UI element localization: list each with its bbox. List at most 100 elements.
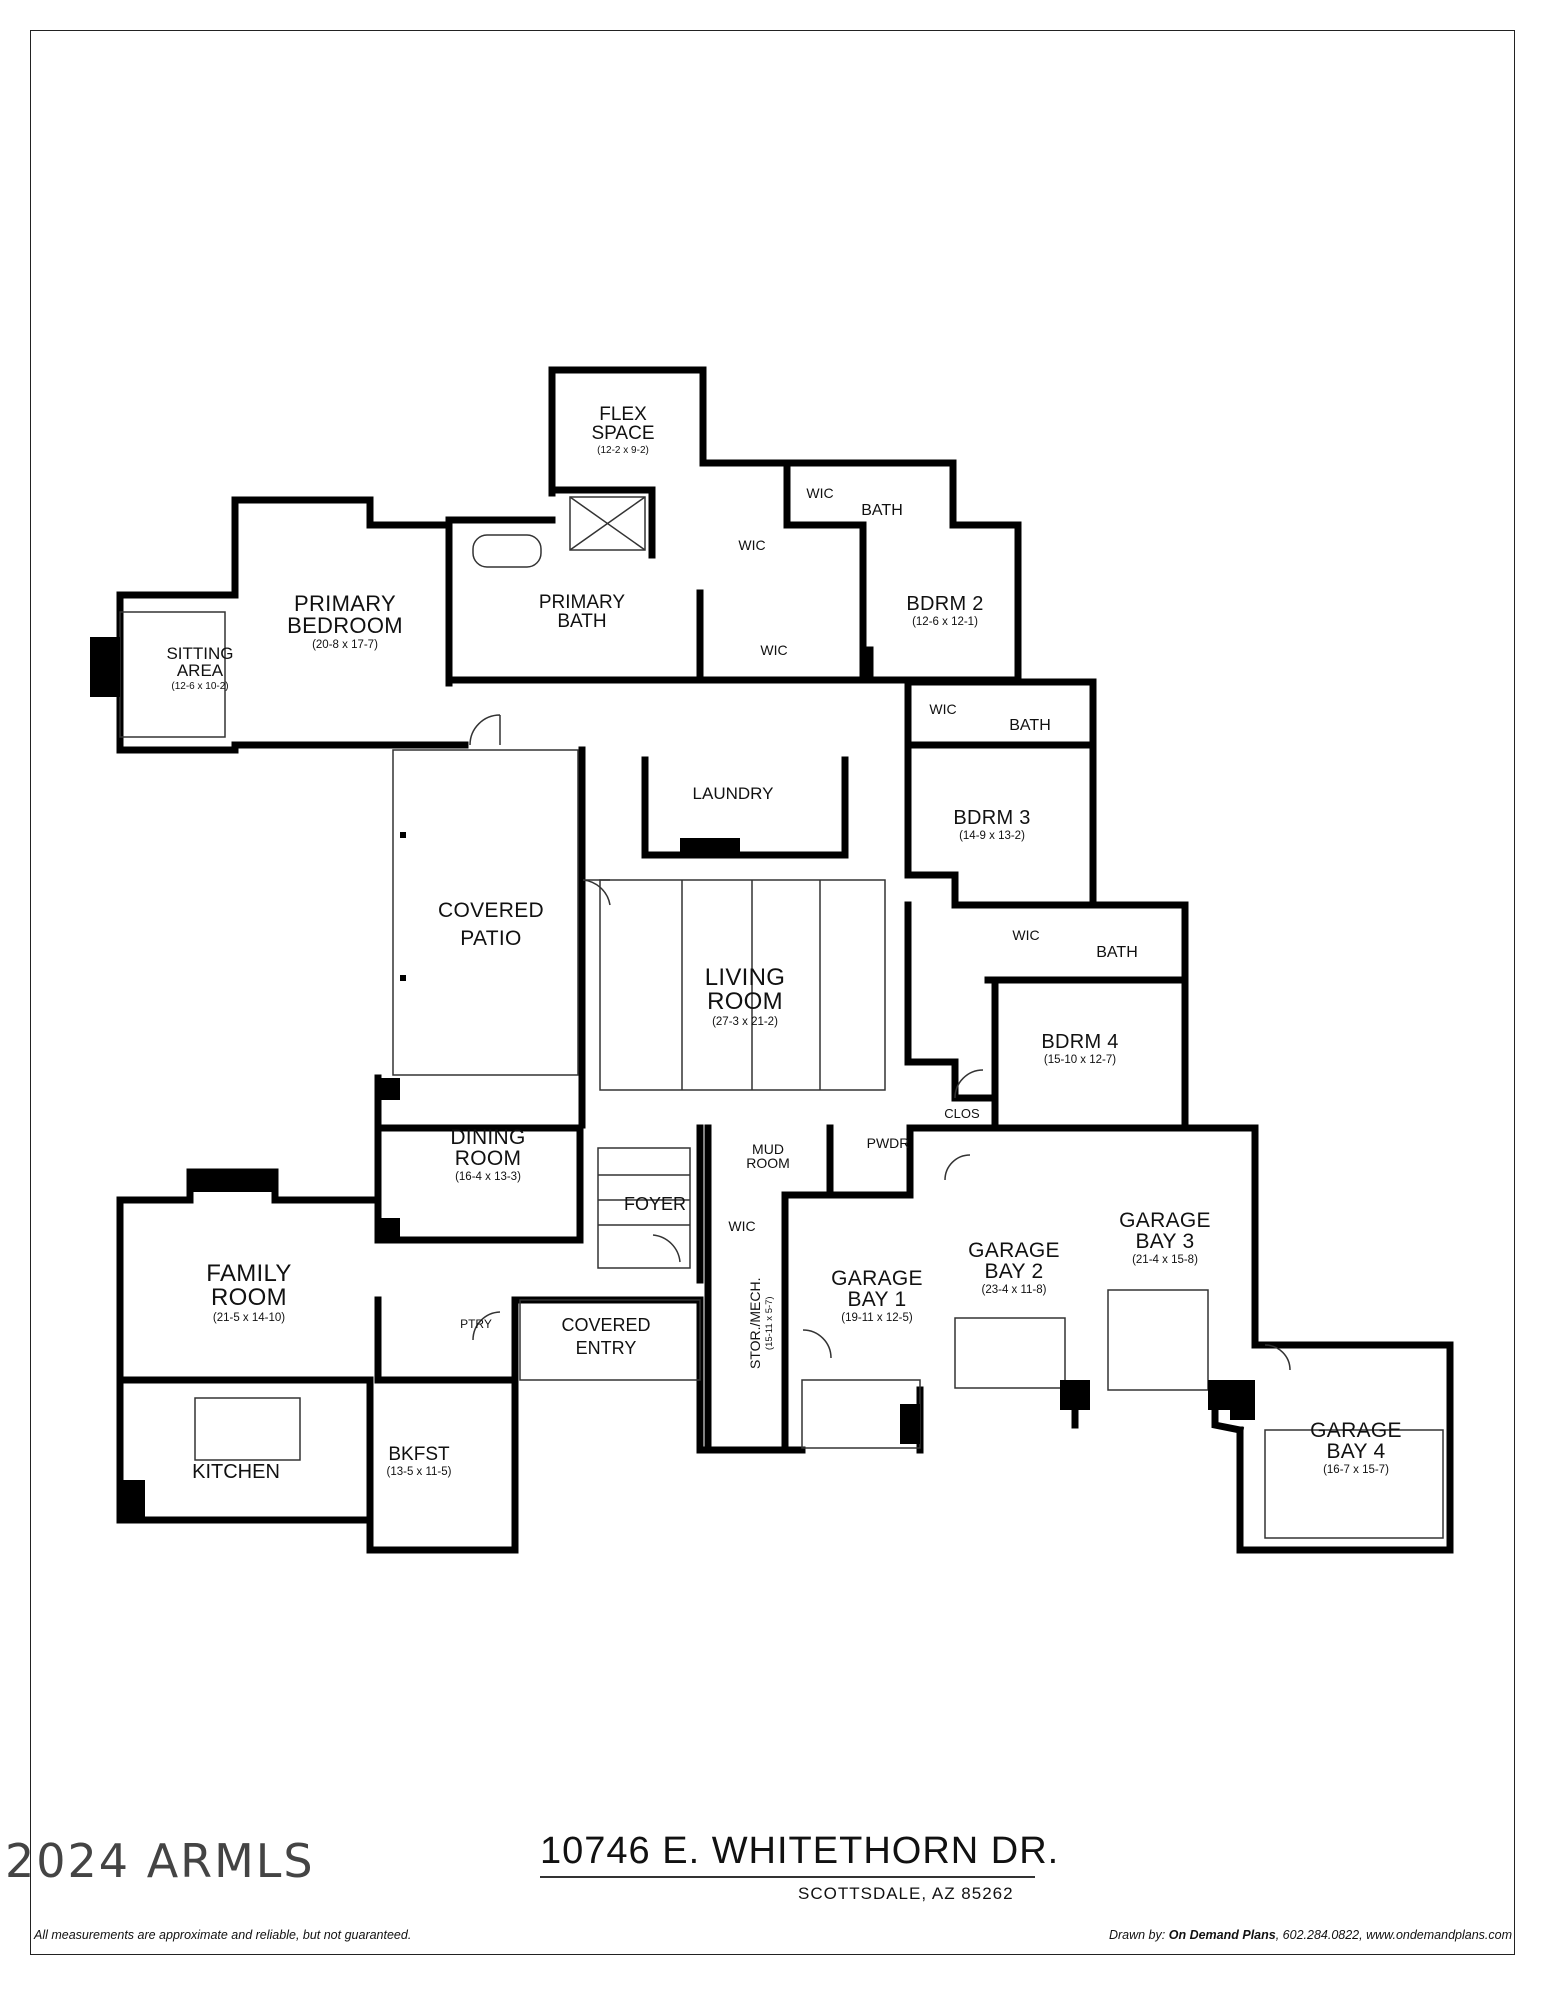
room-name: WIC	[929, 701, 957, 717]
room-ptry: PTRY	[460, 1318, 492, 1330]
room-stor-mech: STOR./MECH. (15-11 x 5-7)	[746, 1268, 775, 1378]
room-dims: (19-11 x 12-5)	[841, 1312, 913, 1324]
room-name: STOR./MECH.	[746, 1277, 763, 1370]
room-name: PRIMARY BATH	[538, 592, 626, 632]
room-dims: (15-10 x 12-7)	[1043, 1054, 1117, 1066]
wall-primary-bedroom	[116, 496, 469, 754]
address-city: SCOTTSDALE, AZ 85262	[798, 1884, 1014, 1903]
wall-laundry	[641, 756, 849, 859]
room-wic-bdrm3: WIC	[929, 702, 956, 716]
room-name: WIC	[760, 642, 788, 658]
room-bdrm3: BDRM 3 (14-9 x 13-2)	[953, 808, 1030, 843]
room-bath-bdrm3: BATH	[1009, 718, 1050, 734]
room-primary-bath: PRIMARY BATH	[539, 593, 625, 631]
room-name: BDRM 4	[1041, 1031, 1119, 1053]
room-wic-mud: WIC	[728, 1219, 755, 1233]
room-flex-space: FLEX SPACE (12-2 x 9-2)	[591, 405, 654, 456]
room-name: PWDR	[866, 1135, 910, 1151]
room-dims: (15-11 x 5-7)	[763, 1296, 775, 1351]
room-name: WIC	[738, 537, 766, 553]
room-name: CLOS	[944, 1106, 980, 1121]
room-name: KITCHEN	[192, 1461, 280, 1483]
wall-flex-interior	[548, 486, 656, 559]
room-covered-entry: COVERED ENTRY	[561, 1314, 650, 1359]
copyright-watermark: 2024 ARMLS	[5, 1834, 315, 1888]
room-sitting-area: SITTING AREA (12-6 x 10-2)	[166, 645, 233, 692]
room-name: BKFST	[388, 1444, 450, 1465]
room-name: BDRM 3	[953, 807, 1031, 829]
room-dims: (12-2 x 9-2)	[597, 445, 649, 456]
room-living-room: LIVING ROOM (27-3 x 21-2)	[705, 966, 786, 1029]
room-name: DINING ROOM	[450, 1126, 526, 1170]
flex-shower	[569, 496, 646, 551]
room-mud-room: MUD ROOM	[746, 1142, 790, 1170]
fireplace-family	[190, 1172, 275, 1192]
room-name: FAMILY ROOM	[206, 1260, 292, 1311]
room-name: GARAGE BAY 1	[831, 1267, 923, 1311]
room-dims: (21-5 x 14-10)	[212, 1312, 286, 1324]
room-wic-bdrm2: WIC	[806, 486, 833, 500]
patio-outline	[392, 749, 579, 1076]
wall-garage	[781, 1124, 1454, 1554]
wall-dining	[374, 1074, 584, 1244]
room-name: BDRM 2	[906, 593, 984, 615]
room-name: COVERED PATIO	[438, 899, 544, 951]
room-garage-bay1: GARAGE BAY 1 (19-11 x 12-5)	[831, 1268, 923, 1325]
room-name: SITTING AREA	[166, 644, 234, 680]
wall-primary-bath	[445, 516, 704, 687]
garage-bay4-outline	[1264, 1429, 1444, 1539]
room-name: PRIMARY BEDROOM	[287, 591, 403, 638]
wall-bdrm4	[904, 901, 1189, 1132]
room-dining-room: DINING ROOM (16-4 x 13-3)	[450, 1127, 525, 1184]
room-name: BATH	[1009, 717, 1051, 734]
living-floor-grid	[599, 879, 886, 1091]
room-dims: (20-8 x 17-7)	[312, 639, 378, 651]
room-family-room: FAMILY ROOM (21-5 x 14-10)	[206, 1262, 291, 1325]
room-clos: CLOS	[944, 1107, 979, 1120]
room-pwdr: PWDR	[867, 1136, 910, 1150]
room-dims: (14-9 x 13-2)	[959, 830, 1025, 842]
room-covered-patio: COVERED PATIO	[438, 897, 544, 954]
room-dims: (12-6 x 10-2)	[171, 681, 229, 692]
covered-entry-outline	[519, 1299, 701, 1381]
room-dims: (23-4 x 11-8)	[981, 1284, 1047, 1296]
foyer-steps	[597, 1147, 691, 1269]
room-dims: (27-3 x 21-2)	[712, 1016, 778, 1028]
room-name: MUD ROOM	[746, 1141, 790, 1171]
room-name: BATH	[861, 502, 903, 519]
room-name: PTRY	[460, 1317, 492, 1331]
room-name: LIVING ROOM	[704, 964, 786, 1015]
room-bath-bdrm4: BATH	[1096, 945, 1137, 961]
room-name: BATH	[1096, 944, 1138, 961]
address-title: 10746 E. WHITETHORN DR.	[540, 1830, 1060, 1872]
address-underline	[540, 1876, 1035, 1878]
bay2-door	[954, 1317, 1066, 1389]
room-primary-bedroom: PRIMARY BEDROOM (20-8 x 17-7)	[287, 593, 403, 652]
room-garage-bay2: GARAGE BAY 2 (23-4 x 11-8)	[968, 1240, 1060, 1297]
room-dims: (16-7 x 15-7)	[1323, 1464, 1389, 1476]
primary-tub	[472, 534, 542, 568]
room-kitchen: KITCHEN	[192, 1462, 280, 1482]
room-dims: (16-4 x 13-3)	[455, 1171, 521, 1183]
room-name: GARAGE BAY 4	[1310, 1419, 1402, 1463]
room-bdrm4: BDRM 4 (15-10 x 12-7)	[1041, 1032, 1118, 1067]
drawn-by-label: Drawn by:	[1108, 1928, 1166, 1942]
wall-flex-space	[548, 366, 707, 497]
room-bdrm2: BDRM 2 (12-6 x 12-1)	[906, 594, 983, 629]
door-swing	[469, 714, 501, 746]
room-name: WIC	[806, 485, 834, 501]
sheet-border	[30, 30, 1515, 1955]
room-foyer: FOYER	[624, 1195, 686, 1213]
drawn-by-contact: , 602.284.0822, www.ondemandplans.com	[1275, 1928, 1512, 1942]
room-name: COVERED ENTRY	[561, 1315, 651, 1358]
room-dims: (13-5 x 11-5)	[386, 1466, 452, 1478]
wall-family	[116, 1168, 519, 1554]
disclaimer-text: All measurements are approximate and rel…	[34, 1928, 412, 1942]
wall-foyer	[511, 1124, 712, 1454]
room-name: WIC	[1012, 927, 1040, 943]
room-dims: (12-6 x 12-1)	[912, 616, 978, 628]
fireplace-living	[680, 838, 740, 858]
room-name: FLEX SPACE	[591, 404, 655, 444]
fireplace-sitting	[90, 637, 120, 697]
